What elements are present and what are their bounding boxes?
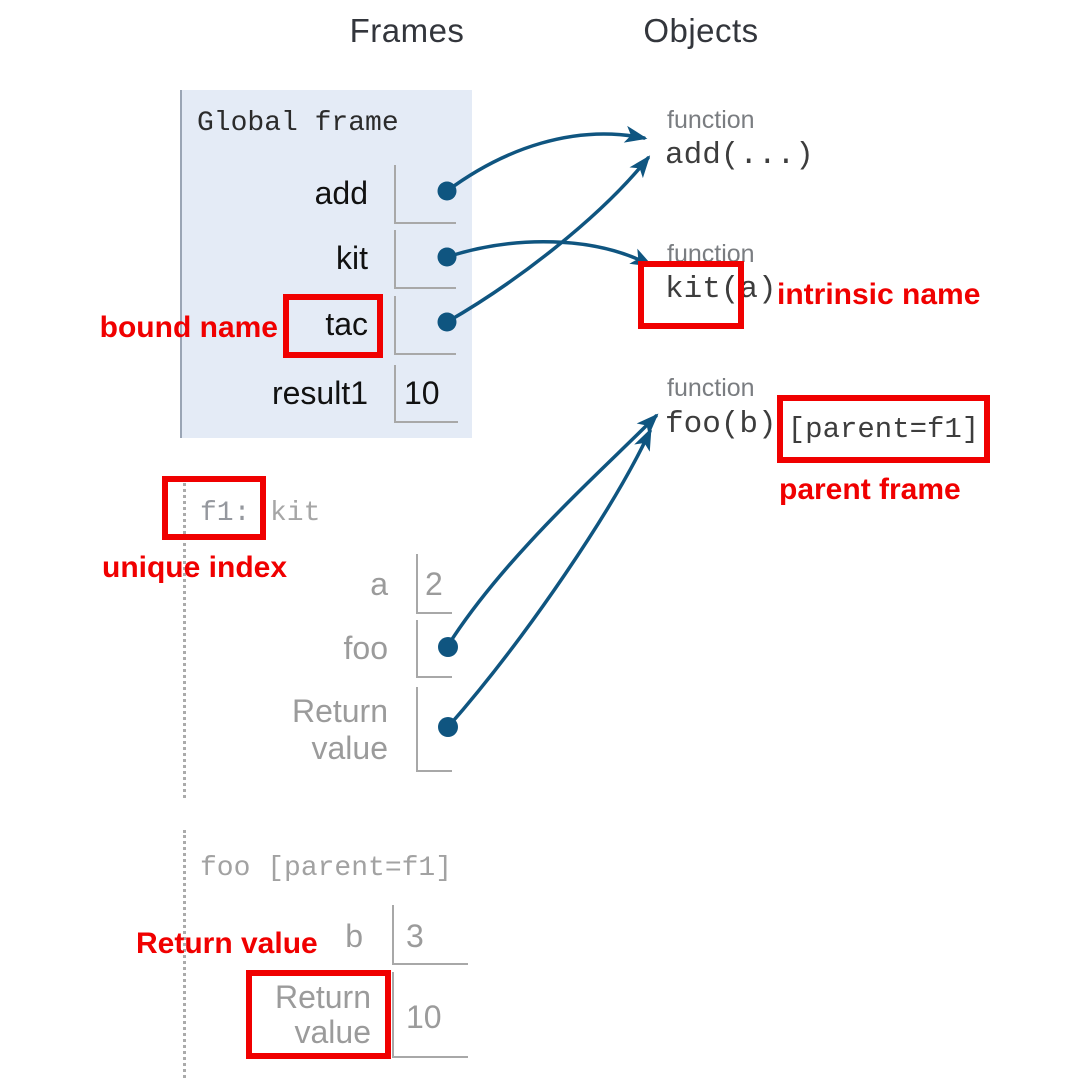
- return-value-highlight-box: [246, 970, 391, 1059]
- slot-underline: [394, 421, 458, 423]
- arrow-add-to-function-add: [445, 125, 648, 193]
- slot-divider: [416, 687, 418, 771]
- function-add-signature: add(...): [665, 138, 814, 173]
- slot-underline: [394, 222, 456, 224]
- f1-frame-name: kit: [270, 498, 321, 529]
- foo-frame-header: foo [parent=f1]: [200, 853, 453, 884]
- foo-frame-edge: [183, 830, 186, 1078]
- return-value-annotation: Return value: [136, 927, 318, 960]
- f1-frame-edge: [183, 478, 186, 798]
- intrinsic-name-highlight-box: [638, 261, 744, 329]
- slot-underline: [392, 1056, 468, 1058]
- function-kit-signature: kit(a): [665, 272, 777, 307]
- arrow-return-value-to-function-foo: [446, 427, 652, 729]
- slot-underline: [416, 676, 452, 678]
- parent-tag: [parent=f1]: [787, 412, 980, 446]
- slot-divider: [392, 972, 394, 1057]
- unique-index-annotation: unique index: [102, 551, 288, 584]
- slot-divider: [394, 365, 396, 423]
- pointer-dot-foo: [438, 637, 458, 657]
- slot-divider: [394, 296, 396, 354]
- frames-column-title: Frames: [349, 12, 465, 49]
- slot-divider: [394, 165, 396, 223]
- bound-name-highlight-box: [283, 294, 383, 358]
- slot-underline: [416, 770, 452, 772]
- var-value-a: 2: [425, 566, 443, 602]
- parent-frame-highlight-box: [parent=f1]: [777, 395, 990, 463]
- var-label-result1: result1: [271, 375, 368, 411]
- slot-divider: [392, 905, 394, 964]
- objects-column-title: Objects: [643, 12, 759, 49]
- var-value-result1: 10: [404, 375, 440, 411]
- var-value-b: 3: [406, 918, 424, 954]
- unique-index-highlight-box: [162, 476, 266, 540]
- function-type-label: function: [667, 106, 755, 134]
- slot-underline: [394, 353, 456, 355]
- var-label-a: a: [370, 566, 388, 602]
- var-label-return-value: Return value: [274, 979, 371, 1050]
- arrow-tac-to-function-add: [445, 155, 651, 324]
- f1-frame-index: f1:: [200, 498, 251, 529]
- function-type-label: function: [667, 374, 755, 402]
- bound-name-annotation: bound name: [99, 311, 278, 344]
- global-frame-box: [180, 90, 472, 438]
- var-label-foo: foo: [343, 630, 388, 666]
- var-label-tac: tac: [325, 306, 368, 342]
- var-label-b: b: [345, 918, 363, 954]
- slot-underline: [416, 612, 452, 614]
- var-label-kit: kit: [336, 240, 368, 276]
- arrow-foo-to-function-foo: [445, 413, 659, 649]
- slot-divider: [416, 554, 418, 613]
- slot-divider: [394, 230, 396, 288]
- intrinsic-name-annotation: intrinsic name: [777, 278, 981, 311]
- pointer-dot-return-value: [438, 717, 458, 737]
- var-value-return-value: 10: [406, 999, 442, 1035]
- slot-underline: [392, 963, 468, 965]
- parent-frame-annotation: parent frame: [779, 473, 961, 506]
- arrow-kit-to-function-kit: [445, 239, 654, 267]
- var-label-add: add: [314, 175, 368, 211]
- function-foo-signature: foo(b): [665, 407, 777, 442]
- slot-underline: [394, 287, 456, 289]
- global-frame-header: Global frame: [197, 108, 399, 139]
- slot-divider: [416, 620, 418, 677]
- var-label-return-value: Return value: [291, 693, 388, 766]
